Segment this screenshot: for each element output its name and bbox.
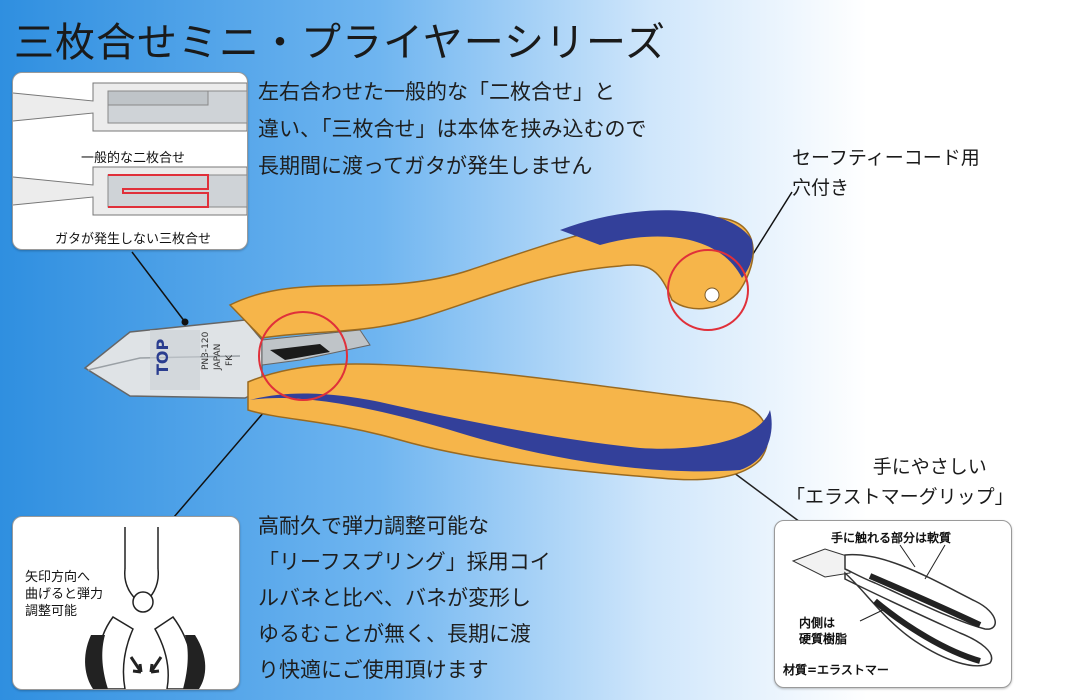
three-piece-caption: ガタが発生しない三枚合せ [55,232,212,247]
top-paragraph-line: 長期間に渡ってガタが発生しません [258,154,593,178]
grip-label-line: 「エラストマーグリップ」 [786,486,1014,508]
lower-grip-blue [250,393,772,472]
spring-note-line: 調整可能 [25,604,78,619]
grip-inner-note-line: 内側は [799,616,836,630]
lamination-diagram [13,82,247,216]
upper-grip [228,215,754,339]
safety-cord-label-line: 穴付き [792,177,850,199]
page-title: 三枚合せミニ・プライヤーシリーズ [14,20,666,66]
safety-cord-label: セーフティーコード用 穴付き [792,143,980,203]
grip-inner-note-line: 硬質樹脂 [799,632,848,646]
spring-diagram [85,527,206,689]
two-piece-caption: 一般的な二枚合せ [81,151,186,166]
brand-marking: TOP [153,338,172,375]
bottom-paragraph-line: ルバネと比べ、バネが変形し [258,586,531,610]
safety-cord-hole [704,287,720,303]
grip-diagram [791,544,996,667]
spring-highlight-circle [258,311,348,401]
grip-top-note: 手に触れる部分は軟質 [831,531,952,545]
bottom-paragraph-line: り快適にご使用頂けます [258,658,489,682]
top-paragraph-line: 左右合わせた一般的な「二枚合せ」と [258,80,615,104]
model-marking: PN3-120 [201,331,211,370]
grip-inset: 手に触れる部分は軟質 内側は 硬質樹脂 材質=エラストマー [774,520,1012,688]
safety-cord-label-line: セーフティーコード用 [792,147,980,169]
bottom-paragraph-line: 「リーフスプリング」採用コイ [258,550,551,574]
top-paragraph-line: 違い、「三枚合せ」は本体を挟み込むので [258,117,647,141]
spring-inset: 矢印方向へ 曲げると弾力 調整可能 [12,516,240,690]
bottom-paragraph: 高耐久で弾力調整可能な 「リーフスプリング」採用コイ ルバネと比べ、バネが変形し… [258,508,551,688]
safety-cord-pointer [747,191,793,263]
safety-hole-highlight-circle [667,249,749,331]
grip-label: 手にやさしい 「エラストマーグリップ」 [786,452,1014,512]
bottom-paragraph-line: 高耐久で弾力調整可能な [258,514,489,538]
lamination-inset: 一般的な二枚合せ ガタが発生しない三枚合せ [12,72,248,250]
origin-marking: JAPAN [213,344,223,371]
top-paragraph: 左右合わせた一般的な「二枚合せ」と 違い、「三枚合せ」は本体を挟み込むので 長期… [258,74,647,185]
grip-material-note: 材質=エラストマー [783,663,889,677]
upper-grip-blue [560,210,753,278]
grip-label-line: 手にやさしい [872,456,987,478]
code-marking: FK [225,354,235,366]
bottom-paragraph-line: ゆるむことが無く、長期に渡 [258,622,531,646]
grip-inner-note: 内側は 硬質樹脂 [799,615,847,647]
spring-note: 矢印方向へ 曲げると弾力 調整可能 [25,569,103,620]
spring-note-line: 矢印方向へ [25,570,91,585]
lamination-pointer [131,251,186,323]
spring-note-line: 曲げると弾力 [25,587,104,602]
